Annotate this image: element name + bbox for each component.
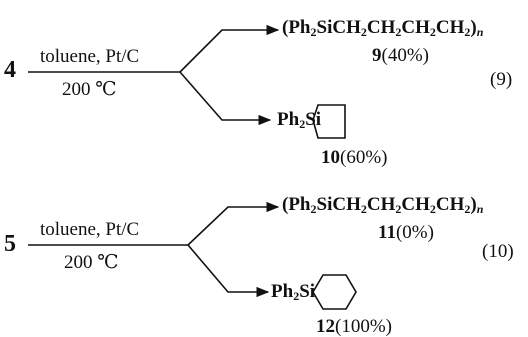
equation-number-10: (10) <box>482 241 514 262</box>
conditions-top-9: toluene, Pt/C <box>40 46 140 67</box>
cyclohexane-ring <box>312 274 357 310</box>
cyclic-product-10: Ph2Si <box>271 281 316 303</box>
reaction-10-lower-arrow <box>187 244 270 298</box>
equation-number-9: (9) <box>490 69 513 90</box>
cyclic-product-9: Ph2Si <box>277 109 322 131</box>
polymer-label-9: 9(40%) <box>372 45 429 66</box>
conditions-bottom-9: 200 ℃ <box>62 79 117 100</box>
conditions-bottom-10: 200 ℃ <box>64 252 119 273</box>
polymer-product-9: (Ph2SiCH2CH2CH2CH2)n <box>282 17 484 39</box>
conditions-top-10: toluene, Pt/C <box>40 219 140 240</box>
reaction-10-upper-arrow <box>187 201 280 246</box>
polymer-product-10: (Ph2SiCH2CH2CH2CH2)n <box>282 194 484 216</box>
polymer-label-11: 11(0%) <box>378 222 434 243</box>
reaction-9-lower-arrow <box>179 71 272 126</box>
reactant-4: 4 <box>4 57 16 83</box>
reaction-9-upper-arrow <box>179 24 280 73</box>
cyclic-label-12: 12(100%) <box>316 316 392 337</box>
reactant-5: 5 <box>4 231 16 257</box>
cyclic-label-10: 10(60%) <box>321 147 388 168</box>
cyclobutane-ring <box>312 104 346 139</box>
